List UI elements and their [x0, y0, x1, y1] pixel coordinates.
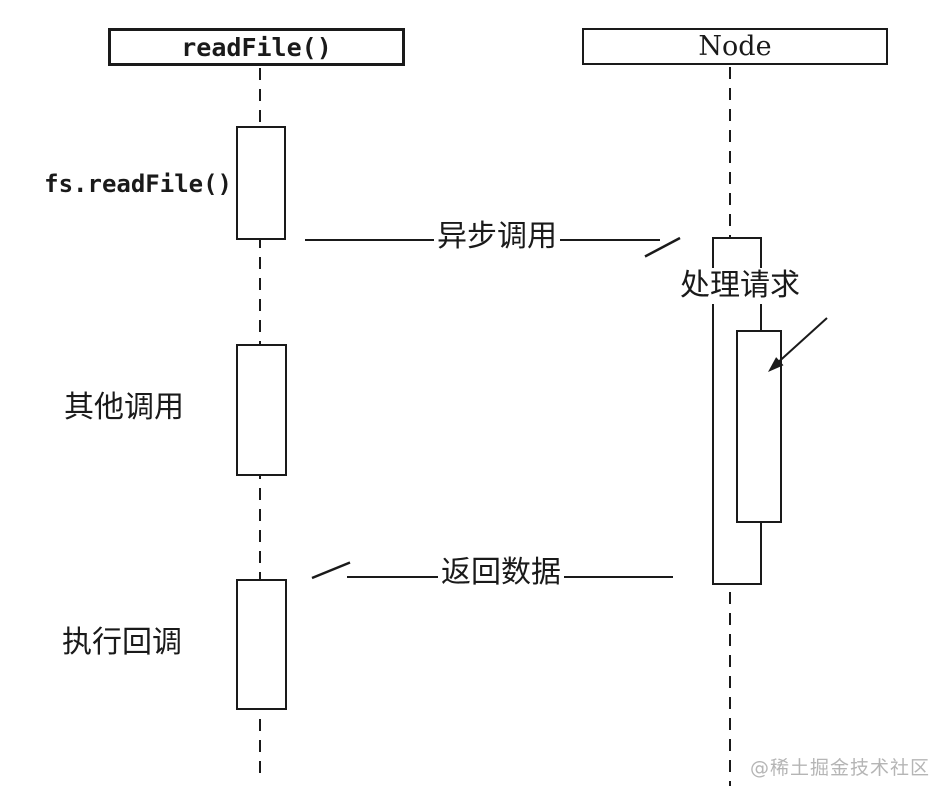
label-async-call: 异步调用	[434, 219, 560, 255]
lifeline-header-node: Node	[582, 28, 888, 65]
return-arrowhead-icon	[311, 561, 351, 580]
label-exec-callback: 执行回调	[62, 625, 182, 660]
lifeline-header-readfile-label: readFile()	[181, 32, 332, 62]
lifeline-header-readfile: readFile()	[108, 28, 405, 66]
activation-fs-readfile	[236, 126, 286, 240]
watermark: @稀土掘金技术社区	[749, 757, 930, 779]
activation-other-calls	[236, 344, 287, 476]
label-handle-request: 处理请求	[677, 268, 803, 304]
label-return-data: 返回数据	[438, 555, 564, 591]
label-other-calls: 其他调用	[64, 390, 184, 425]
activation-exec-callback	[236, 579, 287, 710]
activation-node-inner	[736, 330, 782, 523]
lifeline-header-node-label: Node	[698, 31, 772, 62]
label-fs-readfile: fs.readFile()	[44, 170, 232, 198]
